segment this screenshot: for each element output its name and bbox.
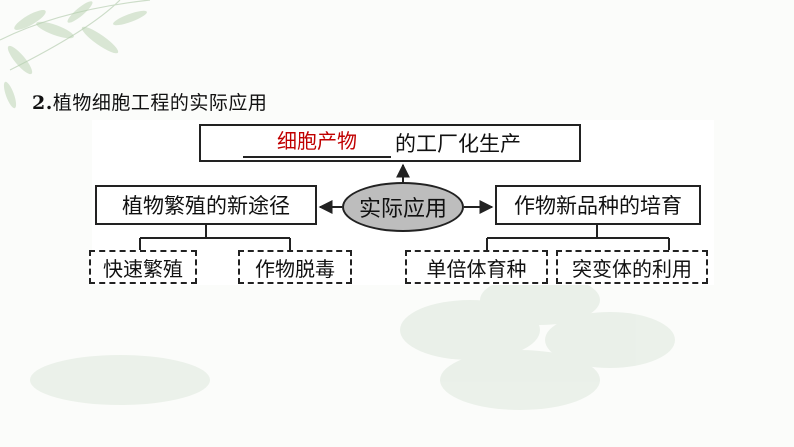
left-child-1: 快速繁殖 (89, 250, 197, 284)
section-title: 植物细胞工程的实际应用 (52, 92, 268, 114)
top-application-box: 细胞产物 的工厂化生产 (199, 124, 581, 162)
right-child-1: 单倍体育种 (405, 250, 548, 284)
left-child-2: 作物脱毒 (238, 250, 352, 284)
section-heading: 2.植物细胞工程的实际应用 (32, 88, 267, 115)
left-application-box: 植物繁殖的新途径 (95, 185, 317, 225)
section-number: 2. (32, 92, 53, 114)
top-box-suffix: 的工厂化生产 (395, 132, 521, 156)
answer-blank: 细胞产物 (243, 128, 391, 158)
center-node: 实际应用 (342, 182, 464, 232)
right-application-box: 作物新品种的培育 (495, 185, 701, 225)
answer-text: 细胞产物 (277, 129, 357, 153)
right-child-2: 突变体的利用 (556, 250, 708, 284)
